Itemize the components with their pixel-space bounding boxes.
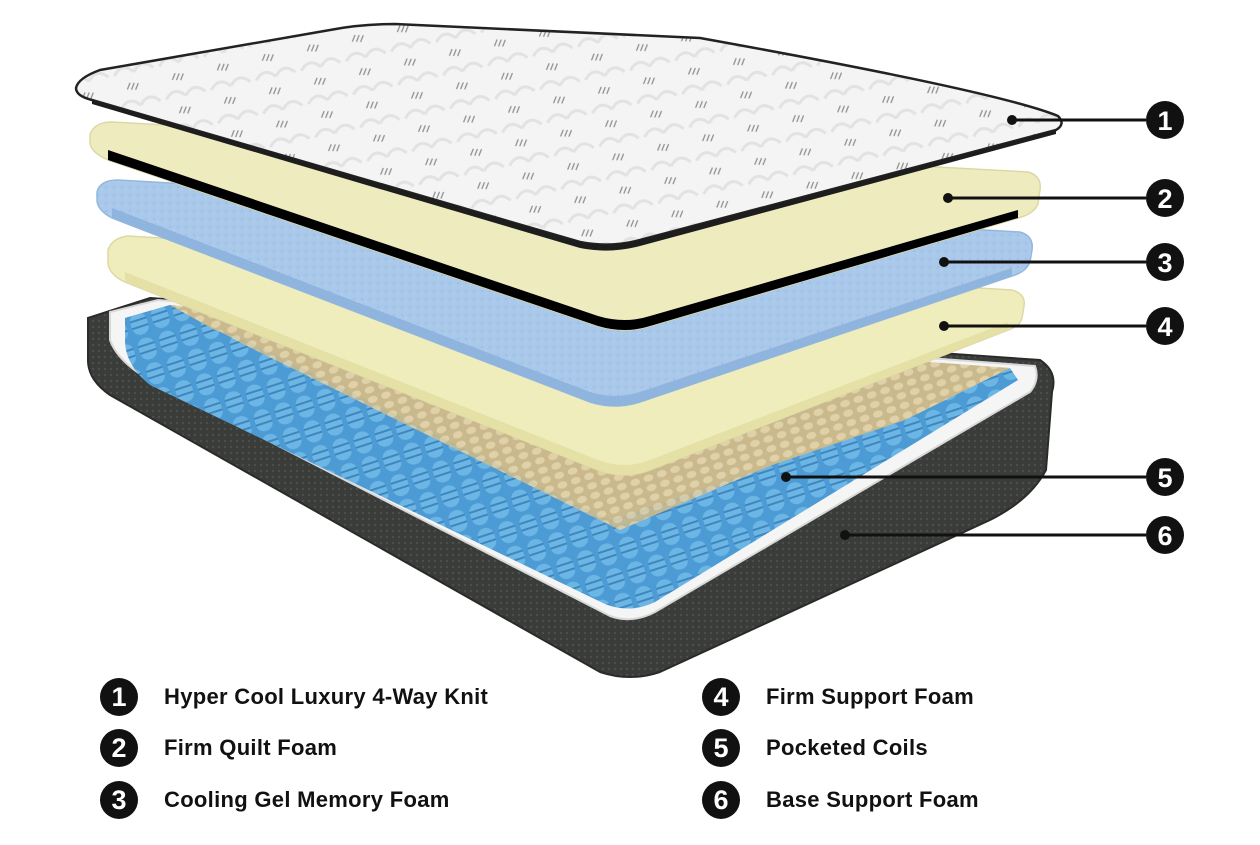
- badge-2: 2: [1146, 179, 1184, 217]
- callout-3: [939, 257, 1146, 267]
- badge-6: 6: [1146, 516, 1184, 554]
- number-badges: 1 2 3 4 5 6: [1146, 101, 1184, 554]
- badge-4: 4: [1146, 307, 1184, 345]
- pocketed-coils: [125, 305, 1018, 609]
- legend-item-4: 4 Firm Support Foam: [702, 677, 974, 717]
- callout-6: [840, 530, 1146, 540]
- callout-4: [939, 321, 1146, 331]
- legend-label-2: Firm Quilt Foam: [164, 735, 338, 760]
- badge-5: 5: [1146, 458, 1184, 496]
- callout-2: [943, 193, 1146, 203]
- badge-5-number: 5: [1157, 463, 1172, 493]
- legend-badge-5: 5: [702, 729, 740, 767]
- knit-cover-layer: [74, 22, 1063, 251]
- badge-1: 1: [1146, 101, 1184, 139]
- legend-item-5: 5 Pocketed Coils: [702, 728, 928, 768]
- legend-label-3: Cooling Gel Memory Foam: [164, 787, 450, 812]
- legend-item-3: 3 Cooling Gel Memory Foam: [100, 780, 450, 820]
- legend-label-1: Hyper Cool Luxury 4-Way Knit: [164, 684, 489, 709]
- badge-1-number: 1: [1157, 106, 1172, 136]
- legend-item-1: 1 Hyper Cool Luxury 4-Way Knit: [100, 677, 488, 717]
- badge-6-number: 6: [1157, 521, 1172, 551]
- legend-item-2: 2 Firm Quilt Foam: [100, 728, 337, 768]
- legend-item-6: 6 Base Support Foam: [702, 780, 979, 820]
- legend-label-4: Firm Support Foam: [766, 684, 974, 709]
- callout-1: [1007, 115, 1146, 125]
- legend-label-6: Base Support Foam: [766, 787, 979, 812]
- legend-badge-3: 3: [100, 781, 138, 819]
- badge-2-number: 2: [1157, 184, 1172, 214]
- callout-5: [781, 472, 1146, 482]
- legend-badge-6: 6: [702, 781, 740, 819]
- legend-badge-1: 1: [100, 678, 138, 716]
- legend-label-5: Pocketed Coils: [766, 735, 928, 760]
- badge-3-number: 3: [1157, 248, 1172, 278]
- legend-badge-2: 2: [100, 729, 138, 767]
- legend-badge-4: 4: [702, 678, 740, 716]
- badge-4-number: 4: [1157, 312, 1172, 342]
- callouts: [781, 115, 1146, 540]
- badge-3: 3: [1146, 243, 1184, 281]
